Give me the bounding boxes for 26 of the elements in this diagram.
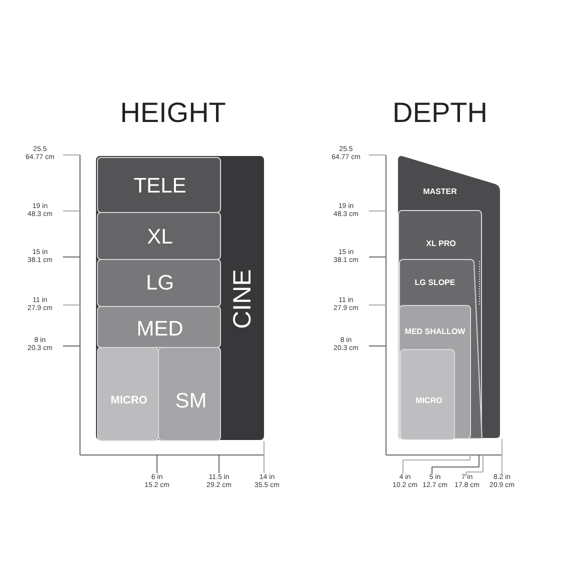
- size-block: [398, 155, 500, 438]
- size-block: [399, 305, 471, 439]
- size-block: [97, 306, 221, 348]
- size-label: MASTER: [423, 188, 457, 196]
- size-block: [158, 347, 221, 441]
- size-block: [97, 212, 221, 260]
- size-label: MED SHALLOW: [404, 328, 466, 336]
- size-label: XL PRO: [426, 240, 456, 248]
- size-block: [399, 259, 483, 439]
- size-label: MED: [136, 318, 184, 340]
- size-label: LG: [146, 272, 174, 294]
- size-label: CINE: [230, 269, 256, 329]
- size-block: [398, 210, 482, 438]
- size-block: [97, 157, 221, 213]
- size-block: [97, 259, 221, 307]
- size-block: [96, 156, 264, 440]
- size-label: LG SLOPE: [414, 279, 456, 287]
- size-label: SM: [175, 390, 207, 412]
- size-label: MICRO: [110, 396, 148, 406]
- chart-heading: DEPTH: [392, 99, 488, 127]
- size-label: TELE: [134, 176, 186, 196]
- size-label: XL: [147, 226, 173, 248]
- chart-heading: HEIGHT: [120, 99, 226, 127]
- size-label: MICRO: [416, 397, 442, 405]
- size-block: [97, 347, 159, 441]
- size-block: [400, 349, 455, 440]
